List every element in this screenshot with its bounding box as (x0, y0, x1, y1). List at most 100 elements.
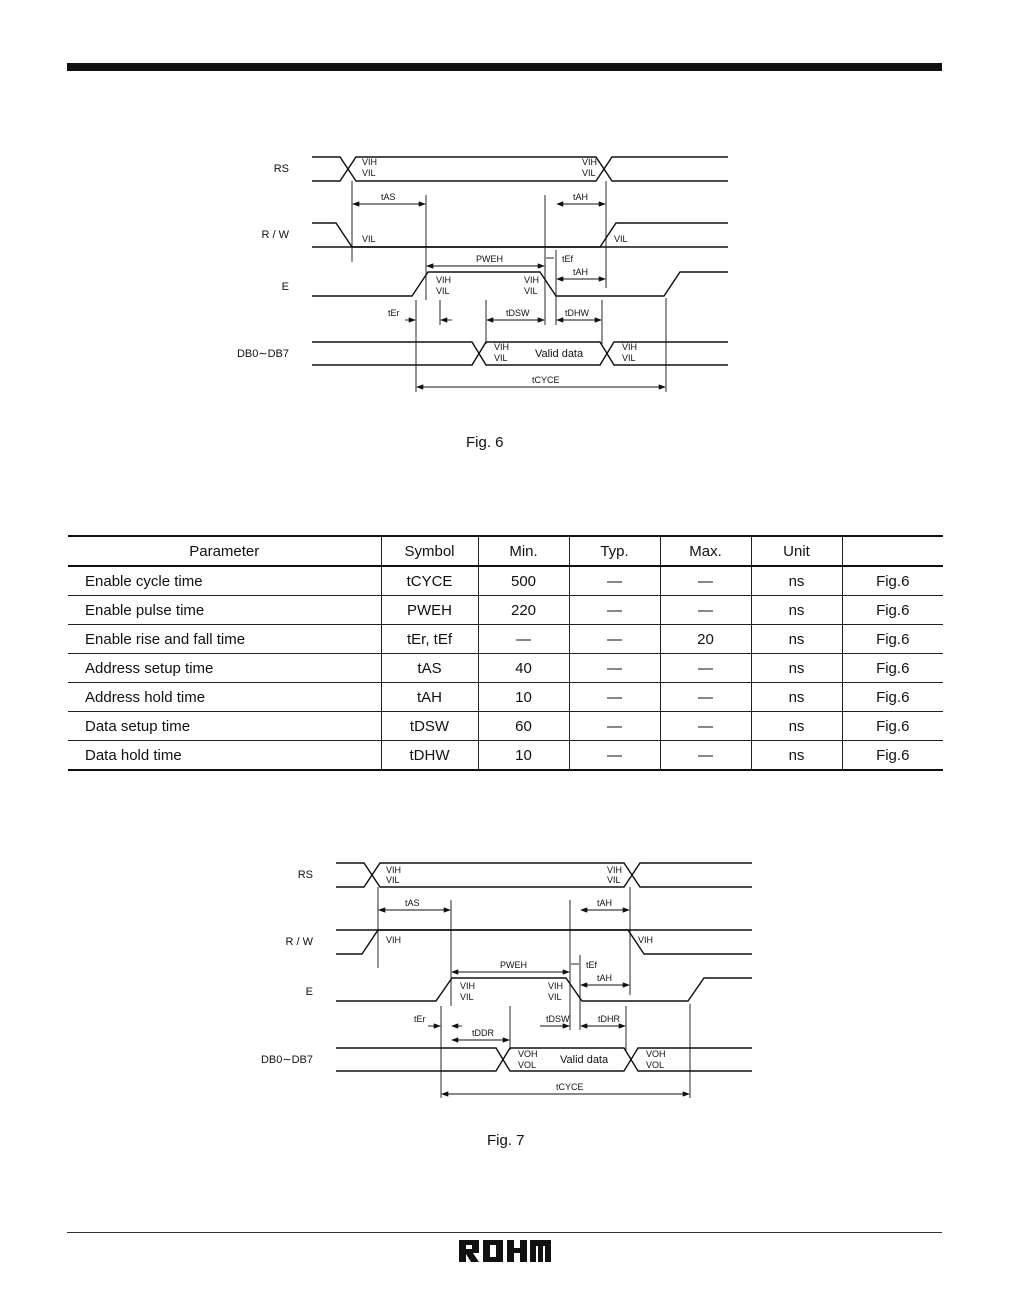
cell-max: — (659, 653, 751, 683)
footer-rule (67, 1232, 942, 1233)
cell-parameter: Data setup time (68, 711, 381, 741)
cell-figure: Fig.6 (841, 711, 943, 741)
cell-figure: Fig.6 (841, 682, 943, 712)
header-typ: Typ. (568, 536, 660, 567)
cell-typ: — (568, 624, 660, 654)
cell-max: — (659, 595, 751, 625)
table-row: Data setup time tDSW 60 — — ns Fig.6 (68, 711, 943, 741)
fig6-level-vil: VIL (362, 168, 376, 178)
fig7-signal-e: E (306, 986, 313, 998)
cell-parameter: Address setup time (68, 653, 381, 683)
fig7-timing-tah: tAH (597, 898, 612, 908)
fig6-timing-tdsw: tDSW (506, 308, 530, 318)
fig7-timing-tdsw: tDSW (546, 1014, 570, 1024)
cell-symbol: tAS (380, 653, 478, 683)
cell-figure: Fig.6 (841, 653, 943, 683)
cell-unit: ns (750, 711, 842, 741)
fig7-timing-tef: tEf (586, 960, 598, 970)
cell-parameter: Enable rise and fall time (68, 624, 381, 654)
cell-max: — (659, 566, 751, 596)
fig7-valid-data-label: Valid data (560, 1054, 609, 1066)
cell-max: 20 (659, 624, 751, 654)
fig7-level-vih: VIH (638, 935, 653, 945)
fig6-signal-rw: R / W (262, 229, 290, 241)
fig6-timing-tas: tAS (381, 192, 396, 202)
cell-typ: — (568, 711, 660, 741)
fig6-signal-db: DB0∼DB7 (237, 348, 289, 360)
cell-symbol: tEr, tEf (380, 624, 478, 654)
fig6-level-vil: VIL (524, 286, 538, 296)
cell-typ: — (568, 566, 660, 596)
cell-parameter: Enable cycle time (68, 566, 381, 596)
cell-min: 10 (477, 740, 569, 771)
table-row: Data hold time tDHW 10 — — ns Fig.6 (68, 740, 943, 771)
cell-symbol: PWEH (380, 595, 478, 625)
fig7-level-vih: VIH (386, 935, 401, 945)
cell-symbol: tDSW (380, 711, 478, 741)
fig6-level-vil: VIL (622, 353, 636, 363)
cell-min: 500 (477, 566, 569, 596)
fig7-level-vol: VOL (646, 1060, 664, 1070)
fig6-timing-tah: tAH (573, 192, 588, 202)
cell-symbol: tDHW (380, 740, 478, 771)
cell-min: 220 (477, 595, 569, 625)
cell-parameter: Data hold time (68, 740, 381, 771)
fig6-timing-pweh: PWEH (476, 254, 503, 264)
header-rule (67, 63, 942, 71)
table-row: Address hold time tAH 10 — — ns Fig.6 (68, 682, 943, 712)
fig6-level-vil: VIL (436, 286, 450, 296)
cell-parameter: Enable pulse time (68, 595, 381, 625)
fig6-timing-tef: tEf (562, 254, 574, 264)
cell-parameter: Address hold time (68, 682, 381, 712)
fig7-level-vih: VIH (548, 981, 563, 991)
cell-typ: — (568, 682, 660, 712)
fig6-level-vih: VIH (524, 275, 539, 285)
fig7-timing-tah: tAH (597, 973, 612, 983)
cell-max: — (659, 711, 751, 741)
cell-typ: — (568, 653, 660, 683)
header-unit: Unit (750, 536, 842, 567)
cell-min: 10 (477, 682, 569, 712)
header-symbol: Symbol (380, 536, 478, 567)
cell-symbol: tCYCE (380, 566, 478, 596)
table-header-row: Parameter Symbol Min. Typ. Max. Unit (68, 536, 943, 567)
cell-unit: ns (750, 653, 842, 683)
fig7-signal-rw: R / W (286, 936, 314, 948)
header-min: Min. (477, 536, 569, 567)
cell-figure: Fig.6 (841, 595, 943, 625)
ac-characteristics-table: Parameter Symbol Min. Typ. Max. Unit Ena… (68, 535, 943, 771)
cell-min: 40 (477, 653, 569, 683)
cell-max: — (659, 740, 751, 771)
header-parameter: Parameter (68, 536, 381, 567)
fig7-timing-pweh: PWEH (500, 960, 527, 970)
fig7-level-vih: VIH (386, 865, 401, 875)
cell-typ: — (568, 740, 660, 771)
fig6-signal-e: E (282, 281, 289, 293)
fig6-level-vih: VIH (622, 342, 637, 352)
fig6-signal-rs: RS (274, 163, 289, 175)
cell-unit: ns (750, 740, 842, 771)
fig6-level-vih: VIH (436, 275, 451, 285)
fig6-timing-tah: tAH (573, 267, 588, 277)
table-row: Enable pulse time PWEH 220 — — ns Fig.6 (68, 595, 943, 625)
fig6-level-vil: VIL (614, 234, 628, 244)
fig6-level-vih: VIH (494, 342, 509, 352)
fig6-level-vil: VIL (362, 234, 376, 244)
fig7-level-vih: VIH (460, 981, 475, 991)
cell-figure: Fig.6 (841, 566, 943, 596)
fig6-timing-tdhw: tDHW (565, 308, 589, 318)
cell-figure: Fig.6 (841, 740, 943, 771)
fig7-timing-diagram: RS R / W E DB0∼DB7 VIH VIL VIH VIL VIH V… (261, 862, 752, 1098)
fig7-signal-db: DB0∼DB7 (261, 1054, 313, 1066)
fig7-timing-tddr: tDDR (472, 1028, 494, 1038)
fig7-level-voh: VOH (518, 1049, 538, 1059)
table-row: Enable cycle time tCYCE 500 — — ns Fig.6 (68, 566, 943, 596)
fig7-caption: Fig. 7 (487, 1132, 525, 1149)
fig7-level-vil: VIL (460, 992, 474, 1002)
cell-max: — (659, 682, 751, 712)
fig7-level-vil: VIL (548, 992, 562, 1002)
table-row: Address setup time tAS 40 — — ns Fig.6 (68, 653, 943, 683)
cell-unit: ns (750, 682, 842, 712)
fig7-level-vil: VIL (607, 875, 621, 885)
rohm-logo (459, 1240, 551, 1262)
